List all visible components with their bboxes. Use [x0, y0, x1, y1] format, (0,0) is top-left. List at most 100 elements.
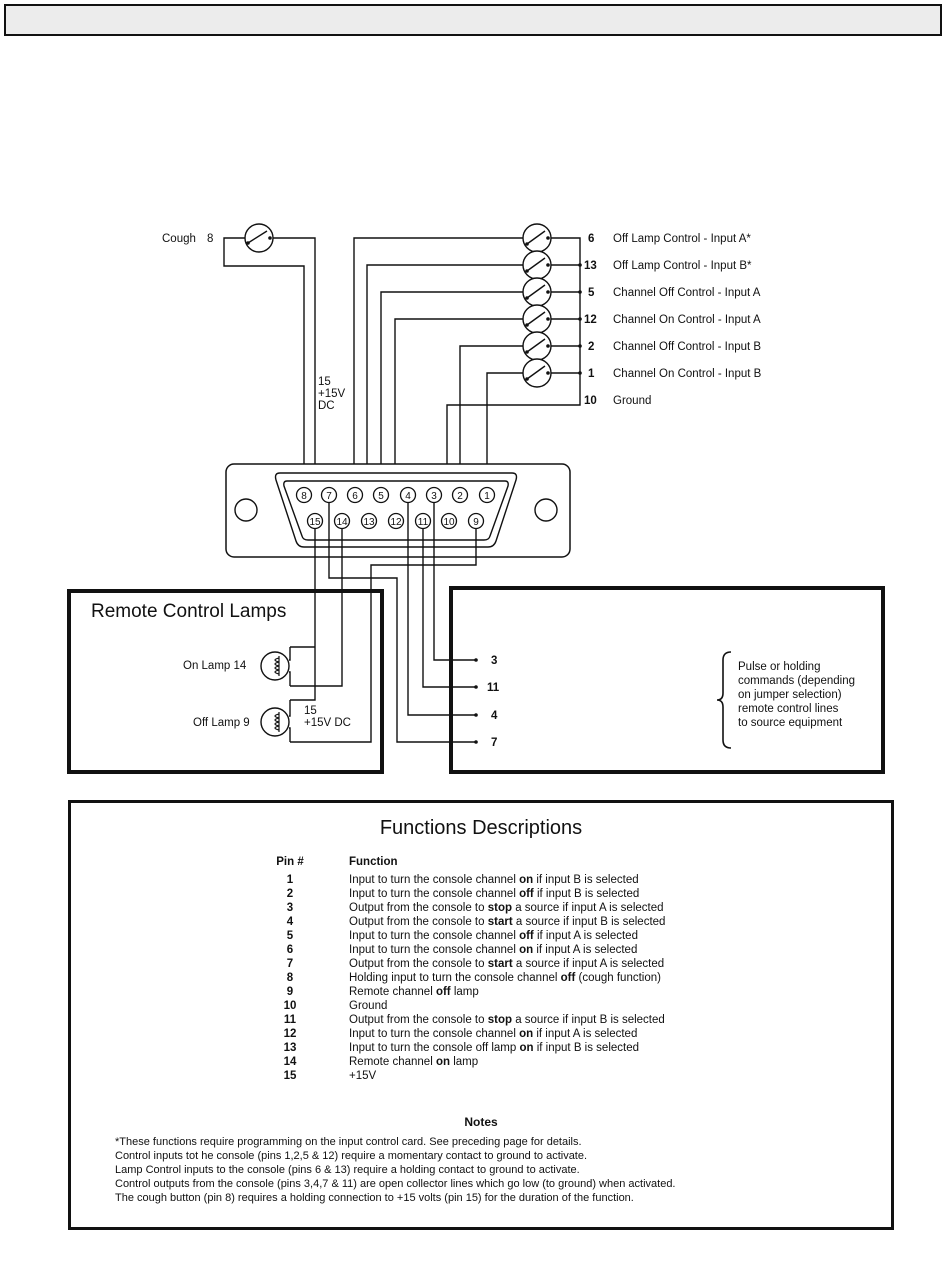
- function-keyword: on: [519, 1028, 534, 1040]
- pin-label-9: 9: [473, 517, 479, 528]
- output-pin-11: 11: [487, 682, 500, 694]
- pin-label-15: 15: [309, 517, 321, 528]
- wire-ground-bus: [446, 237, 581, 520]
- pin-label-7: 7: [326, 491, 332, 502]
- function-row: 5 Input to turn the console channel off i…: [271, 929, 665, 943]
- function-pin: 9: [286, 986, 294, 998]
- function-column-header: Function: [349, 856, 398, 868]
- output-desc-line-1: Pulse or holding: [738, 661, 820, 673]
- function-row: 10 Ground: [271, 999, 665, 1013]
- input-label-12: Channel On Control - Input A: [613, 314, 761, 326]
- function-keyword: on: [435, 1056, 451, 1068]
- function-keyword: stop: [487, 1014, 512, 1026]
- function-keyword: start: [487, 958, 513, 970]
- input-label-10: Ground: [613, 395, 651, 407]
- wire-cough-to-pin15: [273, 237, 316, 520]
- function-pin: 14: [283, 1056, 297, 1068]
- function-pin: 13: [283, 1042, 297, 1054]
- function-description: +15V: [349, 1069, 376, 1083]
- function-pin: 1: [286, 874, 294, 886]
- pin-label-8: 8: [301, 491, 307, 502]
- function-description: Output from the console to start a sourc…: [349, 957, 664, 971]
- input-pin-5: 5: [588, 287, 595, 299]
- function-text: lamp: [450, 986, 479, 998]
- function-text: Input to turn the console channel: [349, 930, 520, 942]
- brace-icon: [716, 651, 732, 749]
- function-text: if input A is selected: [533, 1028, 638, 1040]
- input-label-5: Channel Off Control - Input A: [613, 287, 761, 299]
- wiring-diagram: Cough 8 15 +15V DC 6 Off Lamp Control - …: [67, 223, 885, 774]
- cough-switch: [244, 223, 274, 253]
- function-text: Ground: [349, 1000, 388, 1012]
- function-row: 9 Remote channel off lamp: [271, 985, 665, 999]
- wire-cough-to-pin8: [223, 237, 305, 494]
- function-text: lamp: [450, 1056, 479, 1068]
- pin-label-1: 1: [484, 491, 490, 502]
- wire-pin7: [328, 502, 475, 743]
- function-row: 11 Output from the console to stop a sour…: [271, 1013, 665, 1027]
- function-pin: 5: [286, 930, 294, 942]
- cough-pin-label: 8: [207, 233, 213, 245]
- function-text: Output from the console to: [349, 916, 488, 928]
- input-label-1: Channel On Control - Input B: [613, 368, 762, 380]
- function-keyword: on: [519, 1042, 534, 1054]
- on-lamp-label: On Lamp 14: [183, 660, 247, 672]
- function-keyword: off: [519, 930, 534, 942]
- wire-pin3: [433, 502, 475, 661]
- wire-pin12: [394, 318, 523, 520]
- output-desc-line-5: to source equipment: [738, 717, 843, 729]
- wire-pin1: [486, 372, 523, 494]
- pin-label-12: 12: [390, 517, 402, 528]
- function-description: Output from the console to stop a source…: [349, 1013, 665, 1027]
- function-pin: 10: [283, 1000, 297, 1012]
- pin-label-13: 13: [363, 517, 375, 528]
- function-keyword: stop: [487, 902, 512, 914]
- function-text: Output from the console to: [349, 958, 488, 970]
- supply-unit: DC: [318, 400, 335, 412]
- pin-label-5: 5: [378, 491, 384, 502]
- function-text: a source if input A is selected: [512, 958, 665, 970]
- input-pin-13: 13: [584, 260, 597, 272]
- function-keyword: off: [435, 986, 451, 998]
- function-keyword: start: [487, 916, 513, 928]
- lamp-supply-voltage: +15V DC: [304, 717, 351, 729]
- pin-column-header: Pin #: [276, 856, 304, 868]
- pin-label-6: 6: [352, 491, 358, 502]
- output-desc-line-4: remote control lines: [738, 703, 839, 715]
- function-text: (cough function): [575, 972, 661, 984]
- function-text: if input B is selected: [533, 888, 640, 900]
- wire-pin2: [459, 345, 523, 494]
- function-text: Remote channel: [349, 986, 436, 998]
- input-label-13: Off Lamp Control - Input B*: [613, 260, 752, 272]
- function-keyword: off: [519, 888, 534, 900]
- function-row: 15+15V: [271, 1069, 665, 1083]
- input-pin-2: 2: [588, 341, 594, 353]
- function-description: Input to turn the console channel off if…: [349, 929, 638, 943]
- output-pin-7: 7: [491, 737, 497, 749]
- off-lamp-label: Off Lamp 9: [193, 717, 250, 729]
- lamp-supply-pin: 15: [304, 705, 317, 717]
- wire-pin13: [366, 264, 523, 520]
- function-description: Ground: [349, 999, 387, 1013]
- pin-label-4: 4: [405, 491, 411, 502]
- supply-pin: 15: [318, 376, 331, 388]
- function-description: Holding input to turn the console channe…: [349, 971, 661, 985]
- function-pin: 4: [286, 916, 294, 928]
- function-pin: 11: [283, 1014, 297, 1026]
- functions-title: Functions Descriptions: [379, 817, 583, 839]
- function-description: Remote channel off lamp: [349, 985, 479, 999]
- input-pin-6: 6: [588, 233, 594, 245]
- function-text: Holding input to turn the console channe…: [349, 972, 561, 984]
- switch-pin2: [522, 331, 552, 361]
- function-pin: 8: [286, 972, 294, 984]
- function-text: a source if input A is selected: [512, 902, 664, 914]
- wire-pin15-to-off-lamp: [290, 528, 316, 701]
